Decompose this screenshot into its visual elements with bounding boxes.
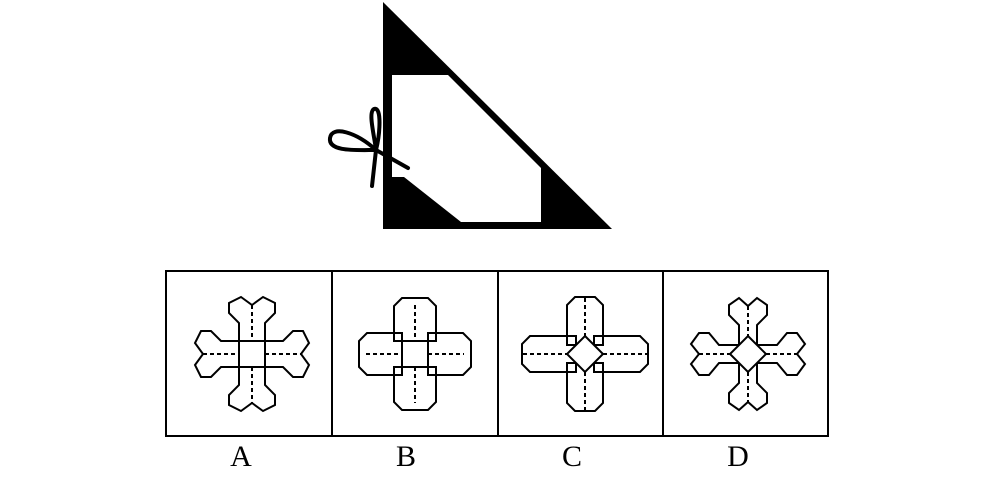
folded-paper-triangle — [383, 2, 612, 229]
option-c-label: C — [561, 440, 582, 473]
option-a-figure[interactable] — [193, 295, 311, 413]
option-c-figure[interactable] — [521, 296, 649, 412]
option-d-figure[interactable] — [689, 296, 807, 412]
option-a-label: A — [230, 440, 252, 473]
ribbon-bow — [328, 107, 410, 188]
option-b-figure[interactable] — [358, 297, 472, 411]
option-b-label: B — [395, 440, 416, 473]
options-panel — [165, 270, 829, 437]
option-d-label: D — [727, 440, 749, 473]
paper-cutout — [392, 75, 541, 222]
